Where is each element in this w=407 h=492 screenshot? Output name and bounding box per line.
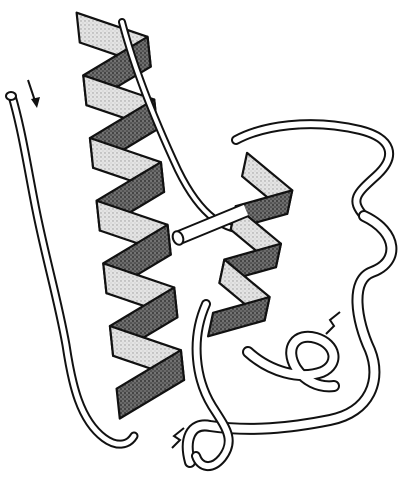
short-helix-right bbox=[208, 153, 292, 336]
direction-arrow bbox=[28, 80, 40, 108]
short-helix-turn-6 bbox=[208, 297, 270, 336]
long-alpha-helix bbox=[77, 13, 184, 419]
loop-bottom bbox=[188, 216, 392, 466]
loop-top bbox=[122, 22, 389, 231]
